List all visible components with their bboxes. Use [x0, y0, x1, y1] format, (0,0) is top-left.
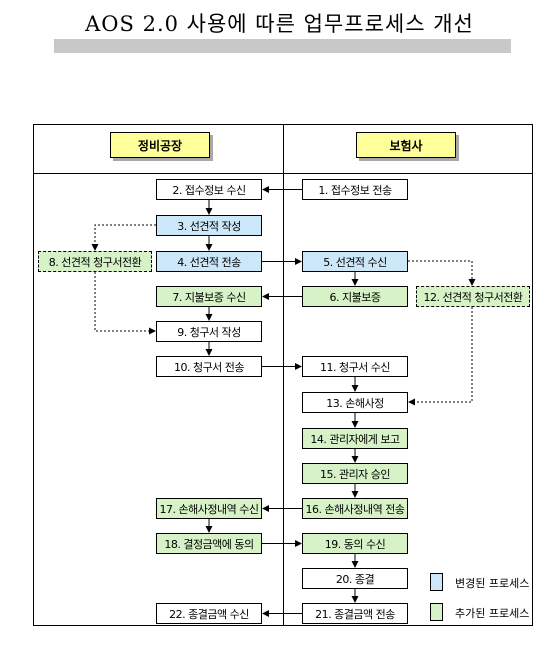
dotted-arrow-8-to-9 [94, 272, 156, 335]
step-15-box: 15. 관리자 승인 [302, 463, 408, 484]
step-3-box: 3. 선견적 작성 [156, 215, 262, 236]
step-2-box: 2. 접수정보 수신 [156, 179, 262, 200]
step-14-box: 14. 관리자에게 보고 [302, 428, 408, 449]
step-4-box: 4. 선견적 전송 [156, 251, 262, 272]
step-6-box: 6. 지불보증 [302, 286, 408, 307]
legend-swatch-changed [430, 573, 443, 591]
title-underline-bar [54, 39, 511, 53]
step-7-box: 7. 지불보증 수신 [156, 286, 262, 307]
step-20-box: 20. 종결 [302, 568, 408, 589]
step-1-box: 1. 접수정보 전송 [302, 179, 408, 200]
step-9-box: 9. 청구서 작성 [156, 321, 262, 342]
lane-header-repair-shop: 정비공장 [110, 132, 210, 158]
step-16-box: 16. 손해사정내역 전송 [302, 498, 408, 519]
legend-label-added: 추가된 프로세스 [455, 607, 530, 620]
step-18-box: 18. 결정금액에 동의 [156, 533, 262, 554]
dotted-arrow-3-to-8 [91, 224, 156, 251]
dotted-arrow-12-to-13 [408, 307, 473, 406]
step-21-box: 21. 종결금액 전송 [302, 603, 408, 624]
lane-divider [283, 124, 284, 626]
step-8-box: 8. 선견적 청구서전환 [38, 251, 152, 272]
step-22-box: 22. 종결금액 수신 [156, 603, 262, 624]
step-12-box: 12. 선견적 청구서전환 [416, 286, 530, 307]
page-title: AOS 2.0 사용에 따른 업무프로세스 개선 [85, 12, 474, 36]
step-11-box: 11. 청구서 수신 [302, 356, 408, 377]
step-13-box: 13. 손해사정 [302, 392, 408, 413]
legend-label-changed: 변경된 프로세스 [455, 577, 530, 590]
step-10-box: 10. 청구서 전송 [156, 356, 262, 377]
dotted-arrow-5-to-12 [408, 260, 476, 286]
header-divider [33, 173, 533, 174]
legend-swatch-added [430, 603, 443, 621]
step-5-box: 5. 선견적 수신 [302, 251, 408, 272]
step-19-box: 19. 동의 수신 [302, 533, 408, 554]
lane-header-insurer: 보험사 [356, 132, 456, 158]
step-17-box: 17. 손해사정내역 수신 [156, 498, 262, 519]
